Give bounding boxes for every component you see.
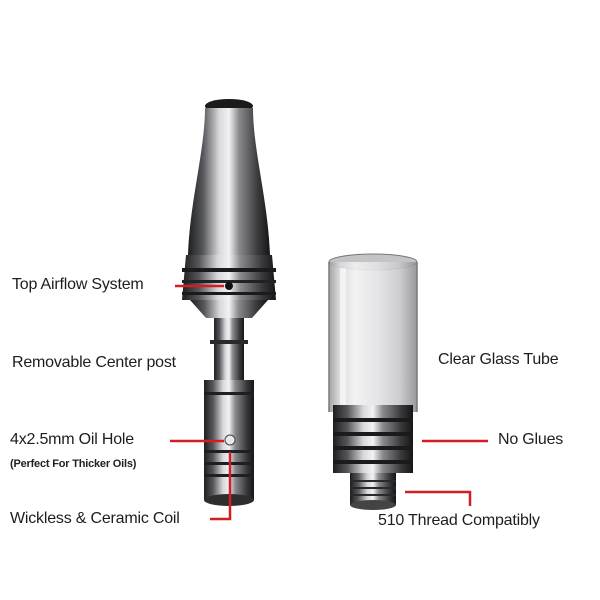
glass-tube xyxy=(328,253,418,412)
center-post xyxy=(210,318,248,380)
mouthpiece xyxy=(182,99,276,318)
airflow-hole xyxy=(225,282,233,290)
label-no-glues: No Glues xyxy=(498,431,564,448)
tank-base xyxy=(333,405,413,473)
label-oil-hole-note: (Perfect For Thicker Oils) xyxy=(10,458,137,470)
callout-thread xyxy=(405,490,472,506)
callout-lines xyxy=(170,284,488,521)
label-thread: 510 Thread Compatibly xyxy=(378,512,540,529)
label-coil: Wickless & Ceramic Coil xyxy=(10,510,180,527)
oil-hole xyxy=(224,434,236,446)
label-glass-tube: Clear Glass Tube xyxy=(438,351,559,368)
label-top-airflow: Top Airflow System xyxy=(12,276,144,293)
label-center-post: Removable Center post xyxy=(12,354,176,371)
callout-coil xyxy=(210,452,232,521)
label-oil-hole: 4x2.5mm Oil Hole xyxy=(10,431,134,448)
thread-connector xyxy=(350,473,396,510)
